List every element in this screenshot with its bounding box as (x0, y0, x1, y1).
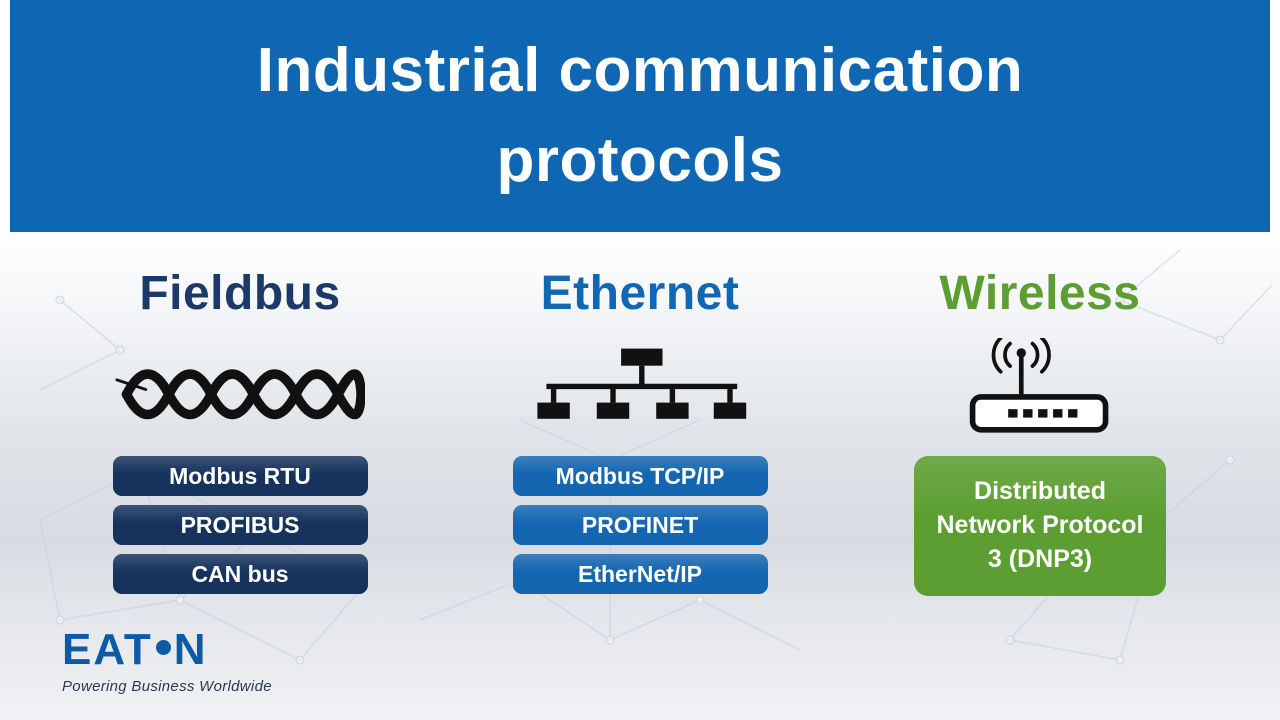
protocol-columns: Fieldbus Modbus RTU PROFIBUS CAN bus Eth… (0, 232, 1280, 603)
twisted-pair-cable-icon (115, 337, 365, 442)
pill-profinet: PROFINET (512, 505, 768, 545)
column-fieldbus: Fieldbus Modbus RTU PROFIBUS CAN bus (40, 260, 440, 603)
pill-profibus: PROFIBUS (112, 505, 368, 545)
ethernet-heading: Ethernet (540, 267, 740, 320)
wireless-router-icon (965, 337, 1115, 442)
column-ethernet: Ethernet Modbus TCP/IP PROFINET EtherNet… (440, 260, 840, 603)
eaton-logo-o-disc (155, 640, 171, 655)
eaton-logo-text-left: EAT (62, 625, 153, 674)
fieldbus-heading: Fieldbus (139, 267, 341, 320)
column-wireless: Wireless Distributed Network P (840, 260, 1240, 603)
pill-ethernet-ip: EtherNet/IP (512, 554, 768, 594)
wireless-heading: Wireless (939, 267, 1141, 320)
box-dnp3: Distributed Network Protocol 3 (DNP3) (914, 456, 1166, 596)
eaton-logo: EAT N Powering Business Worldwide (62, 628, 272, 696)
bus-topology-icon (532, 337, 748, 442)
pill-can-bus: CAN bus (112, 554, 368, 594)
pill-modbus-rtu: Modbus RTU (112, 456, 368, 496)
pill-modbus-tcpip: Modbus TCP/IP (512, 456, 768, 496)
eaton-logo-wordmark: EAT N (62, 628, 272, 672)
slide-title: Industrial communication protocols (256, 36, 1024, 195)
eaton-logo-text-right: N (173, 625, 208, 674)
eaton-tagline: Powering Business Worldwide (62, 678, 272, 695)
title-banner: Industrial communication protocols (10, 0, 1270, 232)
